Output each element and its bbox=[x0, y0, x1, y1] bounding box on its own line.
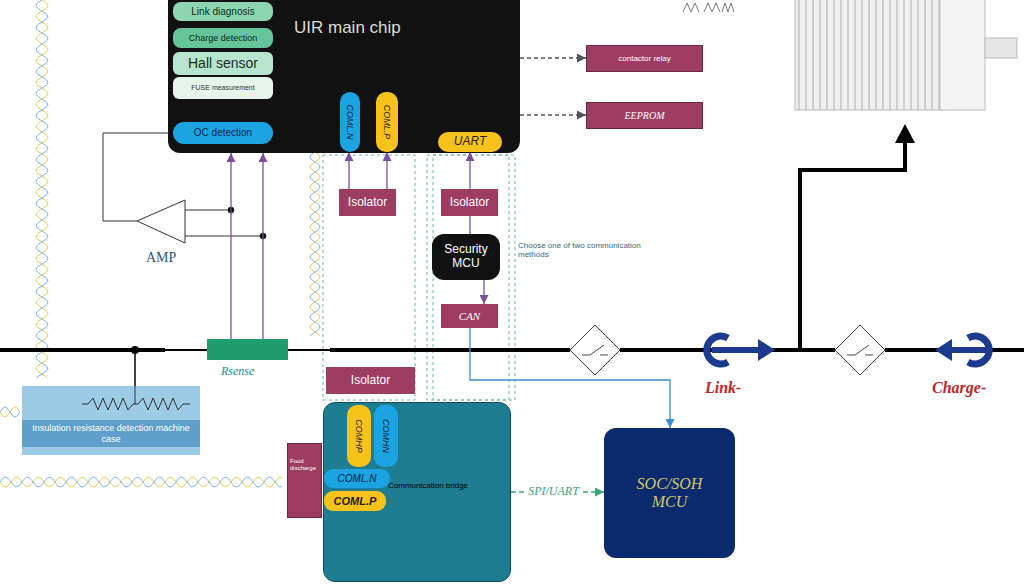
node-text: SOC/SOH MCU bbox=[625, 475, 715, 512]
connector bbox=[469, 152, 470, 189]
node-text: Isolator bbox=[348, 196, 387, 210]
node-text: Isolator bbox=[450, 196, 489, 210]
node-text: UIR main chip bbox=[294, 18, 401, 38]
connector-icon bbox=[707, 336, 992, 364]
node-text: COMHN bbox=[381, 419, 391, 453]
insulation-box: Insulation resistance detection machine … bbox=[22, 386, 200, 455]
node-text: Food discharge bbox=[290, 458, 321, 472]
node-text: contactor relay bbox=[617, 54, 672, 63]
pin-pill: UART bbox=[438, 132, 502, 152]
connector bbox=[230, 153, 231, 339]
node-text: COML.N bbox=[338, 473, 377, 485]
part-label: AMP bbox=[146, 250, 176, 266]
node-text: Communication bridge bbox=[388, 481, 468, 490]
isolator-box: Isolator bbox=[326, 367, 415, 394]
component-box: Food discharge bbox=[287, 443, 322, 518]
pin-pill: COMHP bbox=[347, 405, 371, 467]
connector bbox=[483, 280, 484, 304]
node-text: CAN bbox=[459, 310, 480, 323]
function-box: Charge detection bbox=[173, 28, 273, 48]
terminal-label: Charge- bbox=[932, 379, 986, 397]
rsense-box: Rsense bbox=[207, 339, 288, 360]
connector bbox=[386, 152, 387, 189]
node-text: UART bbox=[454, 135, 486, 149]
node-text: Charge detection bbox=[189, 33, 258, 43]
power-line bbox=[0, 140, 1024, 386]
motor-illustration bbox=[795, 0, 1017, 110]
function-box: Link diagnosis bbox=[173, 2, 273, 21]
zigzag-mark bbox=[683, 3, 734, 12]
node-text: COML.P bbox=[334, 495, 377, 508]
function-box: FUSE measurement bbox=[173, 77, 273, 99]
group-frame bbox=[323, 155, 515, 400]
component-box: CAN bbox=[441, 304, 498, 328]
pin-pill: COML.N bbox=[340, 92, 360, 152]
connector bbox=[520, 114, 586, 115]
pin-pill: COML.P bbox=[376, 92, 398, 152]
function-box: Hall sensor bbox=[173, 52, 273, 75]
node-text: Hall sensor bbox=[188, 55, 258, 71]
function-box: OC detection bbox=[173, 122, 273, 144]
node-text: Insulation resistance detection machine … bbox=[22, 420, 200, 447]
pin-pill: COML.N bbox=[324, 469, 390, 488]
node-text: Link diagnosis bbox=[191, 6, 254, 18]
connector bbox=[469, 216, 470, 234]
component-box: EEPROM bbox=[586, 102, 703, 129]
node-text: COML.P bbox=[382, 105, 392, 140]
component-box: contactor relay bbox=[586, 45, 703, 72]
node-text: COMHP bbox=[354, 419, 364, 453]
switch-symbol bbox=[570, 325, 885, 375]
pin-pill: COML.P bbox=[324, 491, 386, 511]
mcu-box: SOC/SOH MCU bbox=[604, 428, 735, 558]
node-text: OC detection bbox=[194, 127, 252, 139]
connector bbox=[262, 153, 263, 339]
connector bbox=[348, 152, 349, 189]
mcu-box: Security MCU bbox=[432, 234, 500, 280]
pin-pill: COMHN bbox=[374, 405, 398, 467]
chip-box: UIR main chip Link diagnosisCharge detect… bbox=[168, 0, 520, 153]
terminal-label: Link- bbox=[705, 379, 741, 397]
node-text: COML.N bbox=[345, 104, 355, 139]
node-text: Isolator bbox=[351, 374, 390, 388]
isolator-box: Isolator bbox=[339, 189, 396, 216]
junction-dot bbox=[131, 346, 139, 354]
edge-label: SPI/UART bbox=[526, 485, 581, 499]
node-text: FUSE measurement bbox=[191, 84, 254, 92]
bridge-box: Communication bridge COMHP COMHN COML.N COML… bbox=[323, 402, 511, 582]
motor-arrow bbox=[895, 124, 915, 143]
connector bbox=[520, 57, 586, 58]
node-text: Security MCU bbox=[438, 243, 494, 271]
note-text: Choose one of two communication methods bbox=[518, 241, 668, 259]
node-text: Rsense bbox=[221, 365, 254, 379]
node-text: EEPROM bbox=[625, 110, 665, 122]
isolator-box: Isolator bbox=[441, 189, 498, 216]
